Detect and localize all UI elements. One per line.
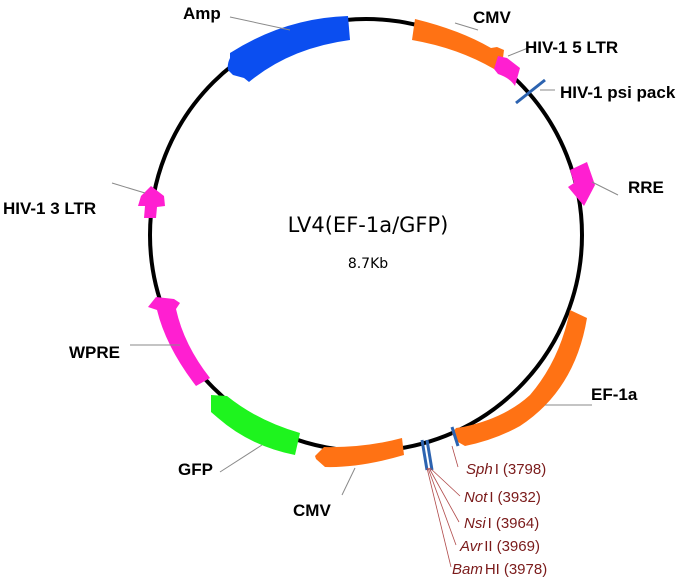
gfp-feature-arrow bbox=[211, 395, 300, 455]
cmv2-label: CMV bbox=[293, 501, 331, 520]
cmv2-leader bbox=[341, 467, 356, 496]
ltr3-leader bbox=[111, 182, 146, 194]
site-leader-1 bbox=[451, 445, 459, 468]
site-leader-4 bbox=[427, 467, 457, 546]
gfp-label: GFP bbox=[178, 460, 213, 479]
cmv2-feature-arrow bbox=[315, 438, 404, 468]
site-position: (3932) bbox=[498, 489, 541, 506]
site-position: (3964) bbox=[496, 515, 539, 532]
wpre-label: WPRE bbox=[69, 343, 120, 362]
ef1a-label: EF-1a bbox=[591, 385, 638, 404]
ltr5-label: HIV-1 5 LTR bbox=[525, 38, 618, 57]
plasmid-size: 8.7Kb bbox=[348, 256, 388, 272]
cmv1-leader bbox=[454, 22, 479, 31]
ltr3-feature-arrow bbox=[138, 186, 165, 218]
cmv1-label: CMV bbox=[473, 8, 511, 27]
site-mark-3 bbox=[450, 426, 460, 447]
amp-leader bbox=[229, 16, 291, 31]
rre-label: RRE bbox=[628, 178, 664, 197]
ef1a-feature-arrow bbox=[452, 310, 587, 446]
ltr5-leader bbox=[507, 47, 529, 57]
amp-feature-arrow bbox=[227, 16, 350, 82]
site-suffix: I bbox=[488, 515, 492, 532]
site-leader-2 bbox=[429, 467, 461, 497]
site-suffix: HI bbox=[485, 561, 500, 578]
site-position: (3798) bbox=[503, 461, 546, 478]
cmv1-feature-arrow bbox=[412, 19, 504, 69]
ltr3-label: HIV-1 3 LTR bbox=[3, 199, 96, 218]
site-enzyme: Bam bbox=[452, 561, 483, 578]
site-leader-5 bbox=[426, 467, 452, 568]
site-position: (3978) bbox=[504, 561, 547, 578]
amp-label: Amp bbox=[183, 4, 221, 23]
site-suffix: I bbox=[495, 461, 499, 478]
site-leader-3 bbox=[428, 467, 460, 523]
gfp-leader bbox=[219, 444, 263, 473]
site-enzyme: Sph bbox=[466, 461, 493, 478]
site-position: (3969) bbox=[497, 538, 540, 555]
site-enzyme: Nsi bbox=[464, 515, 486, 532]
plasmid-name: LV4(EF-1a/GFP) bbox=[288, 213, 449, 237]
site-enzyme: Not bbox=[464, 489, 488, 506]
psi-label: HIV-1 psi pack bbox=[560, 83, 676, 102]
wpre-feature-arrow bbox=[148, 297, 210, 386]
site-suffix: II bbox=[484, 538, 492, 555]
ltr5-feature-arrow bbox=[494, 56, 520, 86]
site-mark-2 bbox=[425, 439, 434, 471]
site-suffix: I bbox=[489, 489, 493, 506]
site-enzyme: Avr bbox=[459, 538, 483, 555]
rre-feature-arrow bbox=[568, 162, 595, 206]
psi-pack-mark bbox=[515, 78, 546, 105]
rre-leader bbox=[591, 181, 619, 196]
site-mark-1 bbox=[420, 439, 429, 471]
